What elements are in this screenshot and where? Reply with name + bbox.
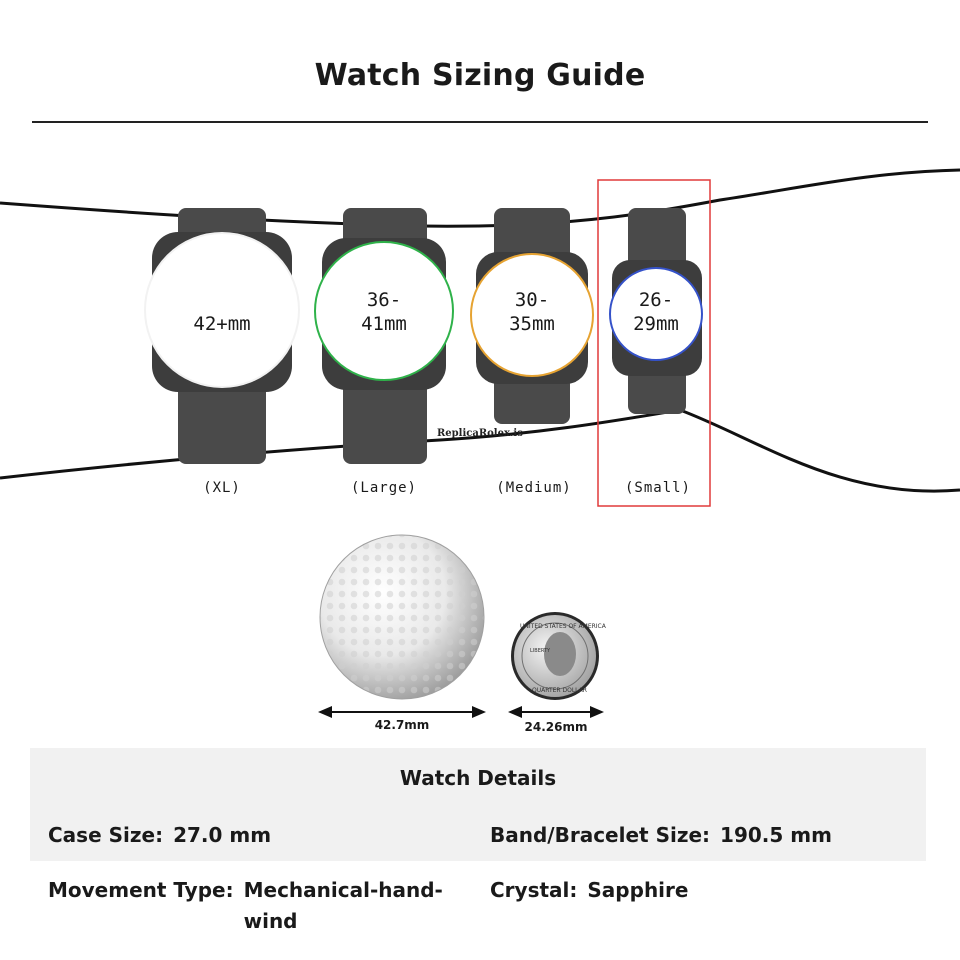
band-size-value: 190.5 mm	[720, 822, 832, 847]
caption-medium: (Medium)	[496, 480, 572, 496]
watermark-text: ReplicaRolex.is	[437, 428, 523, 439]
caption-small: (Small)	[624, 480, 691, 496]
quarter-arrow	[508, 706, 604, 718]
caption-large: (Large)	[350, 480, 417, 496]
wrist-outline-top	[0, 168, 960, 228]
sizing-illustration: LIBERTY UNITED STATES OF AMERICA QUARTER…	[0, 168, 960, 718]
watch-medium-size-line2: 35mm	[509, 313, 555, 335]
watch-details-header: Watch Details	[30, 748, 926, 808]
watch-xl-size-label: 42+mm	[193, 313, 251, 335]
golf-ball-size-label: 42.7mm	[374, 718, 430, 732]
crystal-label: Crystal:	[490, 878, 578, 902]
crystal-value: Sapphire	[587, 878, 689, 902]
watch-details-table: Watch Details Case Size: 27.0 mm Band/Br…	[30, 748, 926, 941]
coin-bottom-text: QUARTER DOLLAR	[532, 687, 587, 694]
quarter-coin-image: LIBERTY	[511, 612, 599, 700]
watch-small-size-line1: 26-	[638, 289, 674, 311]
golf-ball-arrow	[318, 706, 486, 718]
page-title: Watch Sizing Guide	[314, 58, 646, 93]
details-row: Movement Type: Mechanical-hand-wind Crys…	[30, 861, 926, 941]
watch-small	[609, 208, 703, 414]
golf-ball-image	[319, 534, 485, 700]
watch-medium-size-line1: 30-	[514, 289, 550, 311]
watch-large-size-label: 36- 41mm	[324, 288, 444, 336]
movement-type-cell: Movement Type: Mechanical-hand-wind	[30, 861, 472, 941]
details-row: Case Size: 27.0 mm Band/Bracelet Size: 1…	[30, 808, 926, 861]
crystal-cell: Crystal: Sapphire	[472, 861, 926, 941]
band-size-cell: Band/Bracelet Size: 190.5 mm	[472, 808, 926, 861]
caption-xl: (XL)	[203, 480, 241, 496]
watch-large-size-line2: 41mm	[361, 313, 407, 335]
title-divider	[32, 121, 928, 123]
case-size-cell: Case Size: 27.0 mm	[30, 808, 472, 861]
watch-medium	[470, 208, 594, 424]
quarter-size-label: 24.26mm	[524, 720, 588, 734]
movement-type-label: Movement Type:	[48, 878, 234, 902]
wrist-outline-bottom	[0, 408, 960, 493]
band-size-label: Band/Bracelet Size:	[490, 822, 711, 847]
watch-medium-size-label: 30- 35mm	[472, 288, 592, 336]
watch-large	[314, 208, 454, 464]
coin-liberty-text: LIBERTY	[530, 648, 551, 654]
watch-large-size-line1: 36-	[366, 289, 402, 311]
watch-small-size-line2: 29mm	[633, 313, 679, 335]
coin-top-text: UNITED STATES OF AMERICA	[520, 623, 607, 630]
small-highlight-box	[597, 179, 711, 507]
case-size-value: 27.0 mm	[173, 822, 272, 847]
case-size-label: Case Size:	[48, 822, 164, 847]
watch-small-size-label: 26- 29mm	[596, 288, 716, 336]
movement-type-value: Mechanical-hand-wind	[243, 878, 443, 933]
watch-xl	[144, 208, 300, 464]
